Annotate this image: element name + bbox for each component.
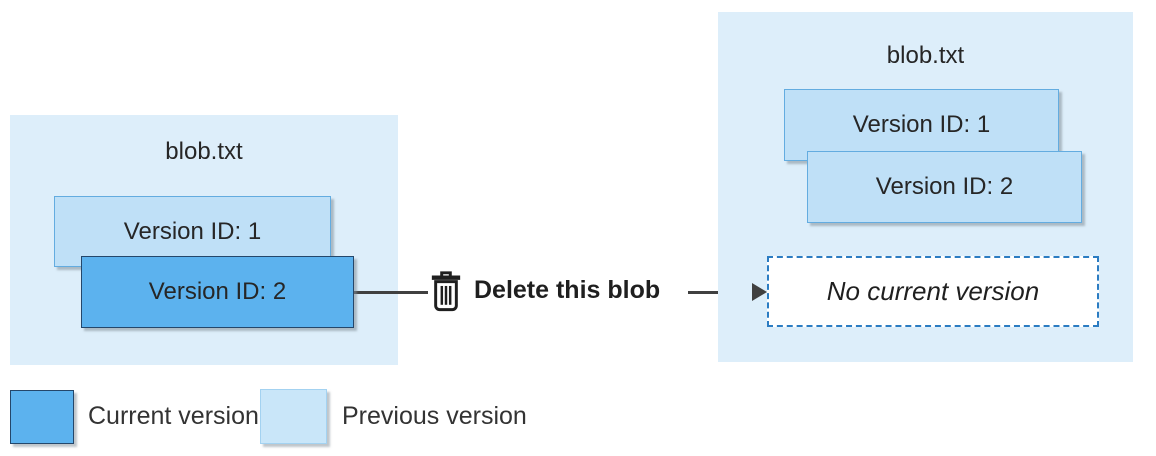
- legend-previous-version-swatch: [260, 389, 327, 444]
- delete-action-label: Delete this blob: [474, 276, 661, 304]
- blob-before-panel: blob.txt Version ID: 1 Version ID: 2: [10, 115, 398, 365]
- trash-icon: [431, 271, 461, 312]
- blob-after-title: blob.txt: [886, 42, 965, 69]
- before-version-1-label: Version ID: 1: [123, 217, 262, 245]
- no-current-version-label: No current version: [826, 276, 1040, 306]
- no-current-version-box: No current version: [767, 256, 1099, 327]
- blob-after-panel: blob.txt Version ID: 1 Version ID: 2 No …: [718, 12, 1133, 362]
- after-version-1-label: Version ID: 1: [852, 111, 991, 138]
- legend-previous-version-label: Previous version: [342, 402, 527, 430]
- connector-line-left: [352, 291, 428, 294]
- before-version-2-label: Version ID: 2: [148, 278, 287, 305]
- after-version-2-box: Version ID: 2: [807, 151, 1082, 223]
- after-version-2-label: Version ID: 2: [875, 173, 1014, 200]
- legend-current-version-label: Current version: [88, 402, 259, 430]
- blob-before-title: blob.txt: [165, 138, 243, 165]
- after-version-1-box: Version ID: 1: [784, 89, 1059, 161]
- arrow-head-icon: [752, 283, 767, 301]
- before-version-2-box: Version ID: 2: [81, 256, 354, 328]
- legend-current-version-swatch: [10, 390, 74, 444]
- before-version-1-box: Version ID: 1: [54, 196, 331, 267]
